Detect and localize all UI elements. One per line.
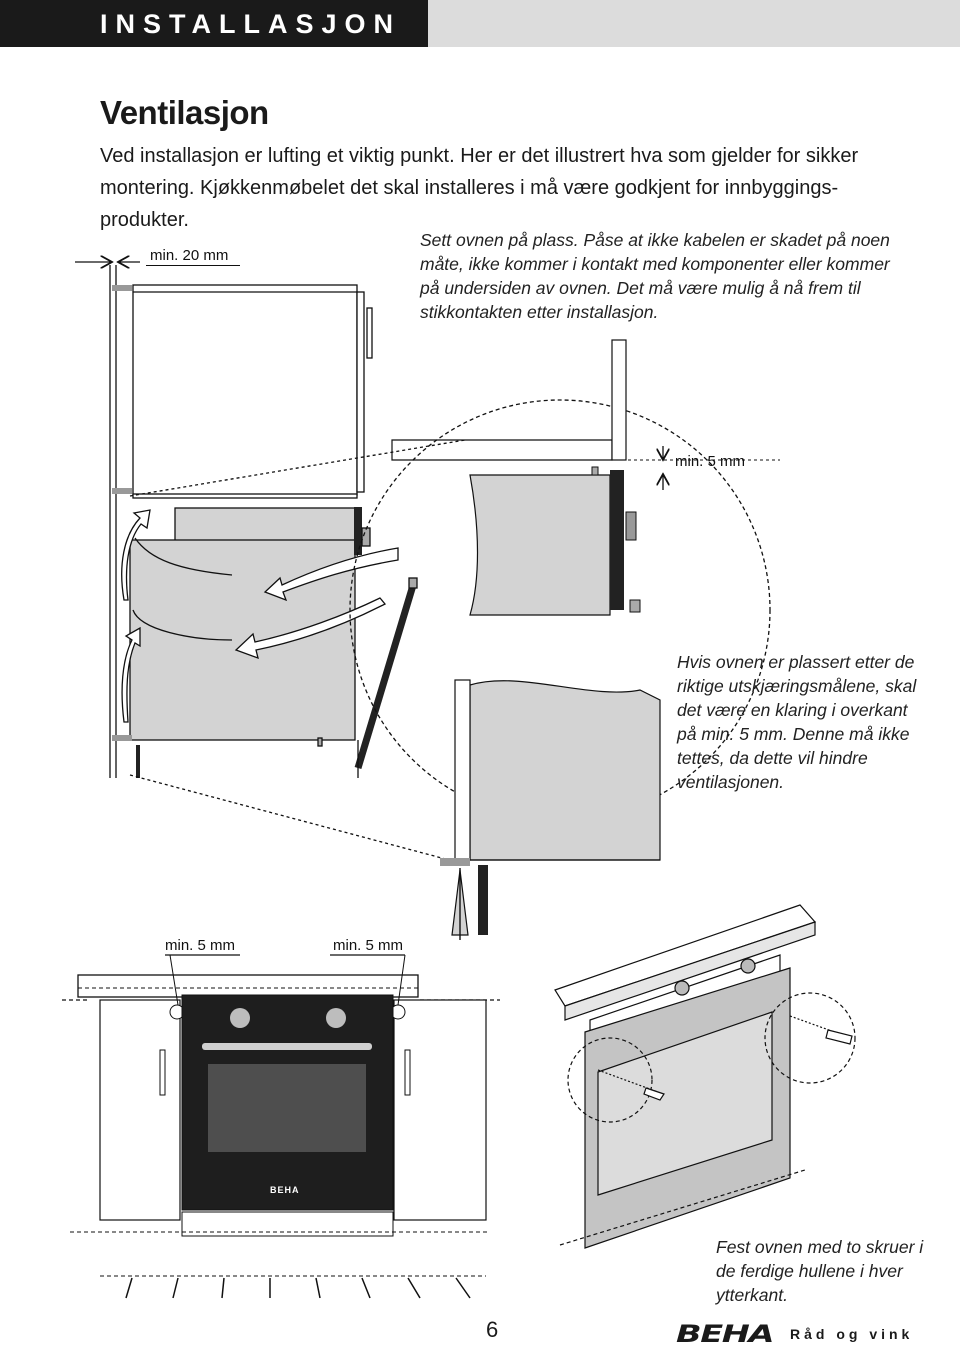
caption-detail: Hvis ovnen er plassert etter de riktige … <box>677 652 917 792</box>
clearance-label-detail: min. 5 mm <box>675 453 746 470</box>
oven-front-view <box>62 954 500 1299</box>
oven-perspective-view <box>554 904 856 1249</box>
header-title-box: INSTALLASJON <box>0 0 428 47</box>
lower-detail-view <box>440 679 661 940</box>
caption-top: Sett ovnen på plass. Påse at ikke kabele… <box>420 230 890 322</box>
airflow-arrows <box>121 509 399 723</box>
page-number: 6 <box>486 1317 499 1342</box>
brand-logo: BEHA <box>676 1320 775 1348</box>
oven-brand-badge: BEHA <box>270 1185 300 1195</box>
clearance-label-right: min. 5 mm <box>333 937 404 954</box>
header-title: INSTALLASJON <box>100 9 402 39</box>
brand-tagline: Råd og vink <box>790 1326 914 1342</box>
caption-bottom: Fest ovnen med to skruer i de ferdige hu… <box>716 1237 924 1305</box>
section-title: Ventilasjon <box>100 94 269 131</box>
clearance-label-left: min. 5 mm <box>165 937 236 954</box>
intro-paragraph: Ved installasjon er lufting et viktig pu… <box>100 145 859 231</box>
cabinet-side-view <box>75 262 469 866</box>
clearance-underline <box>146 265 240 266</box>
clearance-label-side: min. 20 mm <box>150 247 229 264</box>
